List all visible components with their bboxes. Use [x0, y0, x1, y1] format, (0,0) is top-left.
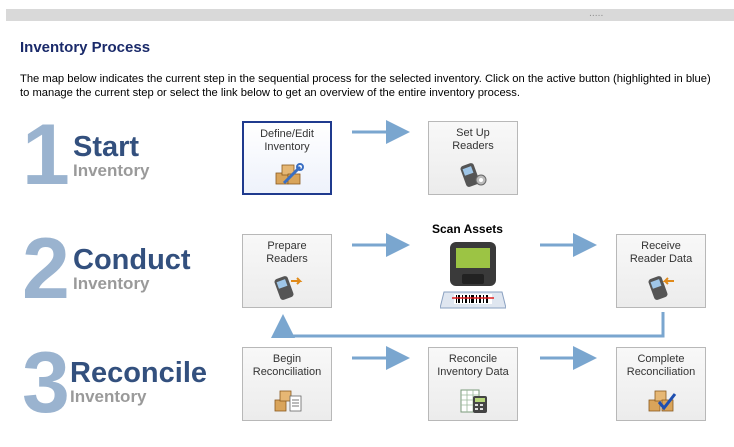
receive-reader-data-label: Receive Reader Data	[629, 240, 693, 265]
step-title-conduct: Conduct	[73, 244, 191, 276]
boxes-checkmark-icon	[648, 390, 677, 412]
begin-reconciliation-label: Begin Reconciliation	[252, 353, 322, 378]
page-description: The map below indicates the current step…	[20, 73, 711, 99]
receive-reader-data-button[interactable]: Receive Reader Data	[616, 234, 706, 308]
reconcile-inventory-data-label: Reconcile Inventory Data	[437, 353, 509, 378]
define-edit-label: Define/Edit Inventory	[260, 128, 314, 153]
set-up-readers-label: Set Up Readers	[452, 127, 494, 152]
complete-reconciliation-button[interactable]: Complete Reconciliation	[616, 347, 706, 421]
calculator-sheet-icon	[460, 389, 487, 413]
scanner-barcode-icon	[440, 242, 506, 309]
page-title: Inventory Process	[20, 39, 151, 56]
step-number-3: 3	[22, 335, 70, 431]
top-bar: .....	[6, 9, 734, 21]
step-subtitle-2: Inventory	[73, 274, 150, 293]
prepare-readers-button[interactable]: Prepare Readers	[242, 234, 332, 308]
scan-assets-label: Scan Assets	[432, 222, 503, 236]
define-edit-inventory-button[interactable]: Define/Edit Inventory	[242, 121, 332, 195]
step-title-start: Start	[73, 131, 140, 163]
step-title-reconcile: Reconcile	[70, 357, 207, 389]
reader-arrow-icon	[274, 276, 303, 300]
reconcile-inventory-data-button[interactable]: Reconcile Inventory Data	[428, 347, 518, 421]
step-subtitle-1: Inventory	[73, 161, 150, 180]
prepare-readers-label: Prepare Readers	[266, 240, 308, 265]
grip-handle[interactable]: .....	[589, 9, 604, 19]
step-number-1: 1	[22, 107, 70, 203]
set-up-readers-button[interactable]: Set Up Readers	[428, 121, 518, 195]
reader-receive-icon	[648, 276, 674, 300]
boxes-wrench-icon	[275, 163, 304, 185]
begin-reconciliation-button[interactable]: Begin Reconciliation	[242, 347, 332, 421]
reader-gear-icon	[460, 163, 487, 187]
step-number-2: 2	[22, 221, 70, 317]
boxes-document-icon	[274, 390, 302, 412]
loop-back-arrow	[271, 312, 665, 338]
complete-reconciliation-label: Complete Reconciliation	[626, 353, 696, 378]
step-subtitle-3: Inventory	[70, 387, 147, 406]
